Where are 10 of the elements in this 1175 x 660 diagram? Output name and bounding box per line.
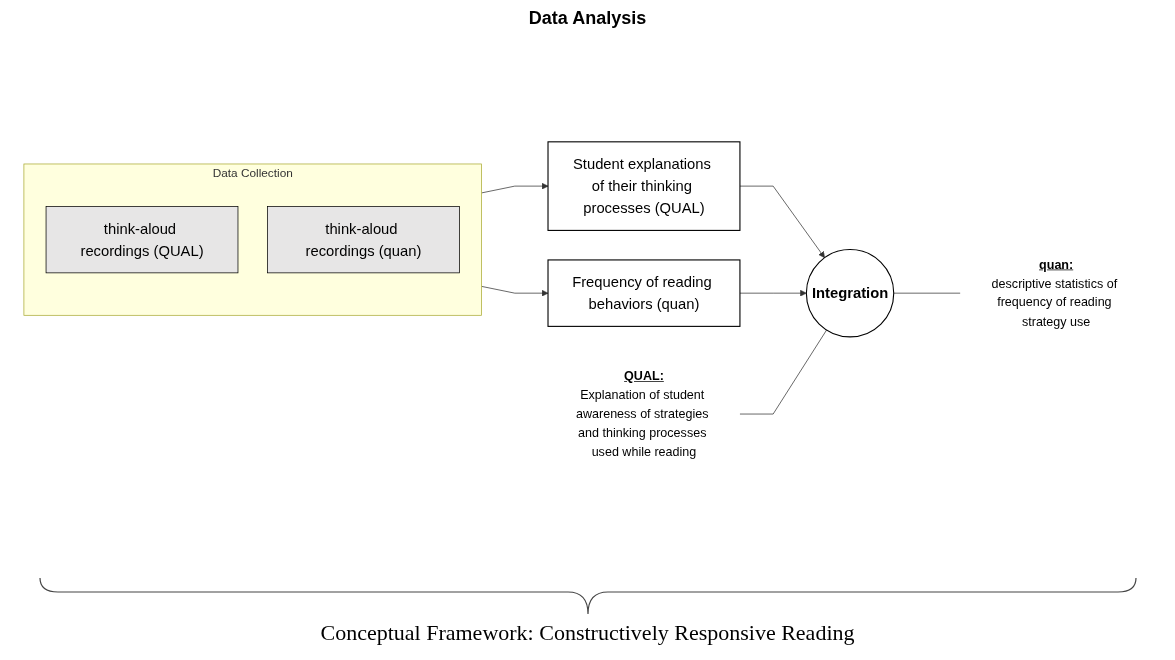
node-box: Student explanations of their thinking processes (QUAL) [546,141,740,231]
node-circle: Integration [805,248,894,338]
node-box: think-aloud recordings (quan) [266,206,460,274]
caption: Conceptual Framework: Constructively Responsive Reading [320,620,855,646]
connector [739,329,827,415]
node-box: think-aloud recordings (QUAL) [45,206,238,274]
node-text: quan: descriptive statistics of frequency of reading strategy use [991,257,1117,329]
column-heading: Data Analysis [528,8,647,28]
node-text: QUAL: Explanation of student awareness of strategies and thinking processes used while reading [575,369,708,459]
node-box: Frequency of reading behaviors (quan) [546,259,740,327]
